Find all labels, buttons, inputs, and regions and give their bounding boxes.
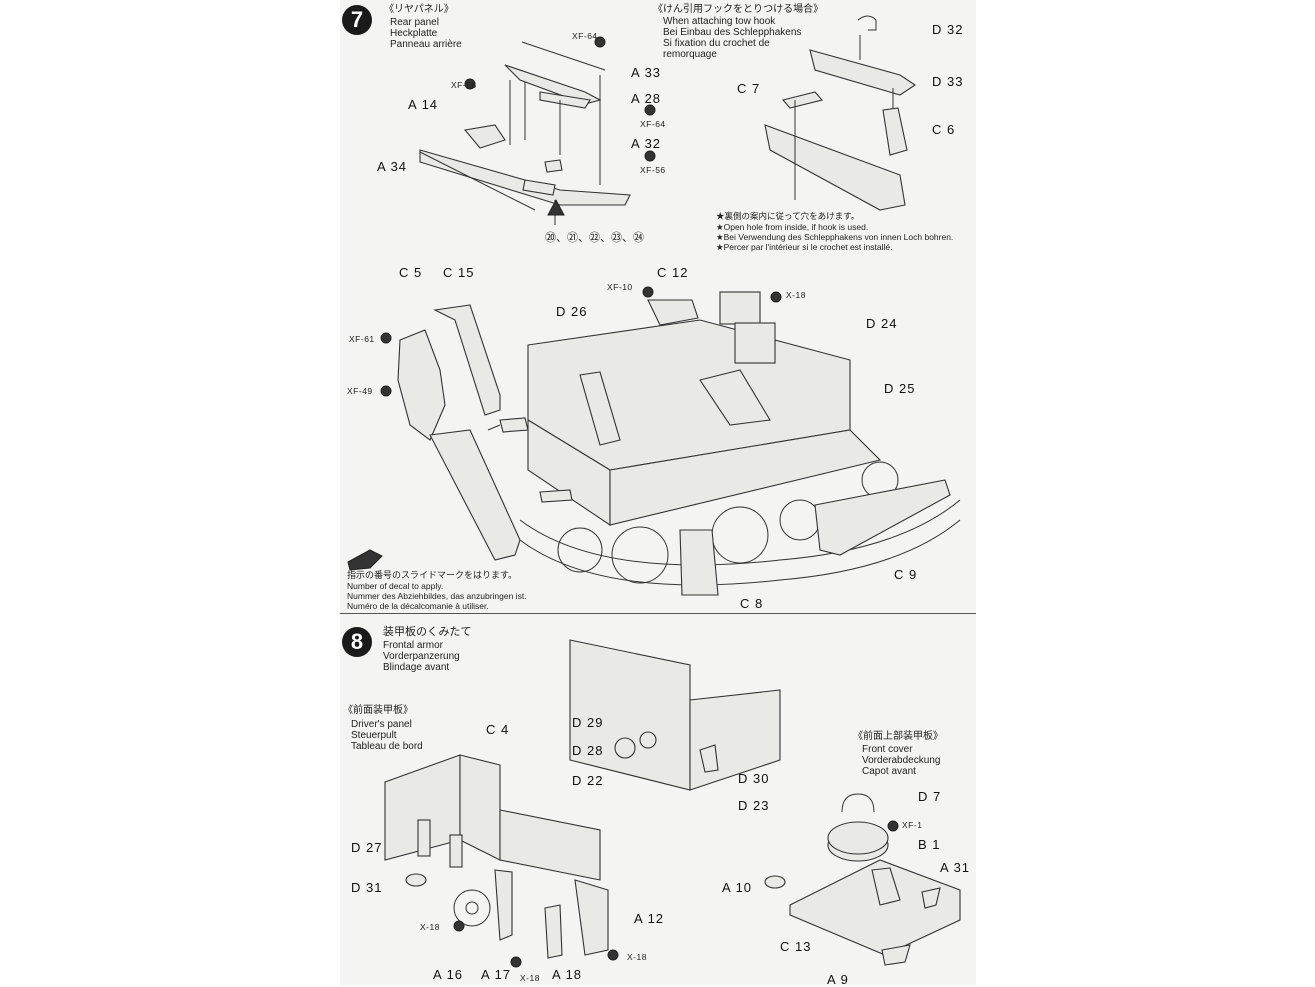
- frontal-armor-title-jp: 装甲板のくみたて: [383, 626, 472, 638]
- label-A32: A 32: [631, 136, 662, 151]
- hole-note-fr: ★Percer par l'intérieur si le crochet es…: [716, 242, 893, 252]
- label-A28: A 28: [631, 91, 662, 106]
- decal-note-de: Nummer des Abziehbildes, das anzubringen…: [347, 591, 527, 601]
- hole-note-de: ★Bei Verwendung des Schlepphakens von in…: [716, 232, 954, 242]
- label-A33: A 33: [631, 65, 662, 80]
- rear-panel-title-fr: Panneau arrière: [390, 39, 462, 50]
- frontal-armor-title-de: Vorderpanzerung: [383, 651, 460, 662]
- hole-note-jp: ★裏側の案内に従って穴をあけます。: [716, 211, 860, 221]
- paint-xf64-b: XF-64: [640, 119, 666, 129]
- decal-note-en: Number of decal to apply.: [347, 581, 444, 591]
- frontal-armor-title-en: Frontal armor: [383, 640, 444, 651]
- drivers-panel-title-de: Steuerpult: [351, 730, 397, 741]
- tow-hook-title-en: When attaching tow hook: [663, 16, 776, 27]
- label-D25: D 25: [884, 381, 916, 396]
- label-D33: D 33: [932, 74, 964, 89]
- step-7-badge: 7: [342, 5, 372, 35]
- paint-x18-step7: X-18: [786, 290, 806, 300]
- front-cover-title-fr: Capot avant: [862, 766, 916, 777]
- label-C15: C 15: [443, 265, 475, 280]
- section-divider: [340, 613, 976, 614]
- paint-x18-b: X-18: [520, 973, 540, 983]
- paint-x18-a: X-18: [420, 922, 440, 932]
- hull-drawing: [397, 291, 961, 596]
- drivers-panel-title-jp: 《前面装甲板》: [343, 705, 413, 716]
- label-A10: A 10: [722, 880, 753, 895]
- label-C5: C 5: [399, 265, 423, 280]
- decal-numbers: ⑳、㉑、㉒、㉓、㉔: [545, 232, 644, 244]
- label-A17: A 17: [481, 967, 512, 982]
- tow-hook-title-fr: Si fixation du crochet de: [663, 38, 770, 49]
- hole-note-en: ★Open hole from inside, if hook is used.: [716, 222, 869, 232]
- front-cover-title-de: Vorderabdeckung: [862, 755, 941, 766]
- label-A12: A 12: [634, 911, 665, 926]
- rear-panel-title-jp: 《リヤパネル》: [384, 4, 454, 15]
- paint-xf10: XF-10: [607, 282, 633, 292]
- paint-xf1: XF-1: [902, 820, 923, 830]
- label-D28: D 28: [572, 743, 604, 758]
- label-A16: A 16: [433, 967, 464, 982]
- label-A31: A 31: [940, 860, 971, 875]
- label-C13: C 13: [780, 939, 812, 954]
- tow-hook-title-jp: 《けん引用フックをとりつける場合》: [653, 4, 824, 15]
- tow-hook-title-fr2: remorquage: [663, 49, 717, 60]
- label-D26: D 26: [556, 304, 588, 319]
- label-D27: D 27: [351, 840, 383, 855]
- paint-xf49: XF-49: [347, 386, 373, 396]
- label-C6: C 6: [932, 122, 956, 137]
- rear-panel-title-de: Heckplatte: [390, 28, 438, 39]
- label-A34: A 34: [377, 159, 408, 174]
- step-8-badge: 8: [342, 627, 372, 657]
- label-D24: D 24: [866, 316, 898, 331]
- label-A14: A 14: [408, 97, 439, 112]
- label-C12: C 12: [657, 265, 689, 280]
- drivers-panel-title-fr: Tableau de bord: [351, 741, 423, 752]
- label-B1: B 1: [918, 837, 941, 852]
- front-cover-drawing: [764, 793, 961, 966]
- paint-xf61: XF-61: [349, 334, 375, 344]
- label-C9: C 9: [894, 567, 918, 582]
- tow-hook-title-de: Bei Einbau des Schlepphakens: [663, 27, 802, 38]
- label-D29: D 29: [572, 715, 604, 730]
- label-A9: A 9: [827, 972, 849, 987]
- drivers-panel-title-en: Driver's panel: [351, 719, 412, 730]
- label-C7: C 7: [737, 81, 761, 96]
- rear-panel-title-en: Rear panel: [390, 17, 439, 28]
- tow-hook-drawing: [764, 15, 916, 211]
- paint-xf56-a: XF-56: [451, 80, 477, 90]
- frontal-armor-drawing: [569, 639, 781, 791]
- label-D7: D 7: [918, 789, 942, 804]
- decal-note-fr: Numéro de la décalcomanie à utiliser.: [347, 601, 489, 611]
- frontal-armor-title-fr: Blindage avant: [383, 662, 450, 673]
- label-D31: D 31: [351, 880, 383, 895]
- label-D32: D 32: [932, 22, 964, 37]
- decal-note-jp: 指示の番号のスライドマークをはります。: [347, 570, 518, 580]
- paint-xf56-b: XF-56: [640, 165, 666, 175]
- label-D30: D 30: [738, 771, 770, 786]
- front-cover-title-en: Front cover: [862, 744, 913, 755]
- rear-panel-drawing: [419, 41, 631, 225]
- front-cover-title-jp: 《前面上部装甲板》: [853, 731, 943, 742]
- paint-xf64-a: XF-64: [572, 31, 598, 41]
- paint-x18-c: X-18: [627, 952, 647, 962]
- label-C8: C 8: [740, 596, 764, 611]
- decal-arrow: [347, 549, 383, 571]
- drivers-panel-drawing: [384, 754, 609, 959]
- label-A18: A 18: [552, 967, 583, 982]
- label-D22: D 22: [572, 773, 604, 788]
- label-C4: C 4: [486, 722, 510, 737]
- label-D23: D 23: [738, 798, 770, 813]
- paint-dots: [380, 36, 899, 968]
